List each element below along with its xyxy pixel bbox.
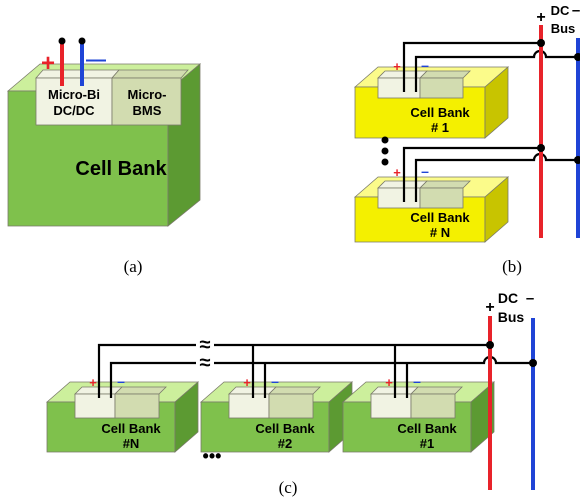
panel-c-bank-1: Cell Bank #1 + – <box>341 373 496 453</box>
panel-c-bank-n-plus: + <box>89 375 97 390</box>
panel-b-bank-1-label-1: Cell Bank <box>410 105 470 120</box>
panel-b-node-2 <box>574 53 580 61</box>
panel-b-bank-n-label-2: # N <box>430 225 450 240</box>
panel-b-bus-label: Bus <box>551 21 576 36</box>
panel-b-bank-1: Cell Bank # 1 + – <box>353 57 510 139</box>
panel-a-bms-module-top <box>111 69 189 79</box>
panel-b-node-1 <box>537 39 545 47</box>
panel-c-bus-dc: DC <box>498 290 518 306</box>
panel-c-bank-2-minus: – <box>271 373 279 389</box>
panel-a-dcdc-label-2: DC/DC <box>53 103 95 118</box>
panel-c-bank-1-plus: + <box>385 375 393 390</box>
panel-c: + DC – Bus Cell Bank #N + – Cell <box>45 290 537 497</box>
panel-b-node-3 <box>537 144 545 152</box>
panel-c-bus-minus: – <box>526 290 534 307</box>
panel-c-node-1 <box>486 341 494 349</box>
panel-c-bank-n-label-1: Cell Bank <box>101 421 161 436</box>
panel-c-break-top: ≈ <box>200 334 211 356</box>
panel-b-ellipsis-dot-2 <box>381 147 389 155</box>
panel-b-node-4 <box>574 156 580 164</box>
panel-c-bank-2: Cell Bank #2 + – <box>199 373 354 453</box>
panel-a-bms-label-1: Micro- <box>128 87 167 102</box>
panel-b-caption: (b) <box>502 257 522 276</box>
panel-a-plus-sign: + <box>41 50 55 77</box>
panel-b-bank-1-label-2: # 1 <box>431 120 449 135</box>
panel-b-bus-plus: + <box>536 9 545 26</box>
panel-b-bank-n: Cell Bank # N + – <box>353 163 510 243</box>
panel-c-bank-2-label-2: #2 <box>278 436 292 451</box>
panel-b-bank-1-minus: – <box>421 57 429 73</box>
panel-b-bank-n-minus: – <box>421 163 429 179</box>
panel-a-bms-label-2: BMS <box>133 103 162 118</box>
panel-c-bank-1-label-2: #1 <box>420 436 434 451</box>
panel-b-ellipsis-dot-3 <box>381 158 389 166</box>
panel-c-bank-2-plus: + <box>243 375 251 390</box>
panel-c-break-mask <box>196 336 214 372</box>
panel-c-bank-n: Cell Bank #N + – <box>45 373 200 453</box>
panel-c-bank-n-minus: – <box>117 373 125 389</box>
panel-c-ellipsis: ••• <box>203 446 222 466</box>
panel-c-break-bottom: ≈ <box>200 352 211 374</box>
panel-a-minus-sign: — <box>86 49 106 71</box>
panel-a-cell-bank-label: Cell Bank <box>75 158 167 180</box>
panel-c-caption: (c) <box>279 478 298 497</box>
panel-c-bank-n-label-2: #N <box>123 436 140 451</box>
panel-a-dcdc-module-front <box>35 77 113 126</box>
panel-b-bus-minus: – <box>572 2 580 19</box>
panel-b-bank-n-label-1: Cell Bank <box>410 210 470 225</box>
panel-a-caption: (a) <box>124 257 143 276</box>
panel-c-bank-1-label-1: Cell Bank <box>397 421 457 436</box>
panel-b-wire-n-pos <box>402 146 541 202</box>
panel-a-bms-module-front <box>111 77 182 126</box>
panel-c-node-2 <box>529 359 537 367</box>
panel-a-neg-node <box>78 37 86 45</box>
panel-b-bus-dc: DC <box>551 3 570 18</box>
panel-c-bank-1-minus: – <box>413 373 421 389</box>
panel-c-bus-label: Bus <box>498 309 525 325</box>
panel-b-wire-1-pos <box>402 41 541 92</box>
panel-b: + DC – Bus Cell Bank # 1 + – Cell <box>353 2 580 276</box>
panel-a: Micro-Bi DC/DC Micro- BMS Cell Bank + — … <box>6 37 202 276</box>
panel-c-bank-2-label-1: Cell Bank <box>255 421 315 436</box>
panel-b-bank-1-plus: + <box>393 59 401 74</box>
panel-c-bus-plus: + <box>485 299 494 316</box>
panel-a-pos-node <box>58 37 66 45</box>
panel-b-ellipsis-dot-1 <box>381 136 389 144</box>
panel-b-bank-n-plus: + <box>393 165 401 180</box>
panel-c-wire-pos-bus <box>97 343 490 398</box>
panel-a-dcdc-label-1: Micro-Bi <box>48 87 100 102</box>
